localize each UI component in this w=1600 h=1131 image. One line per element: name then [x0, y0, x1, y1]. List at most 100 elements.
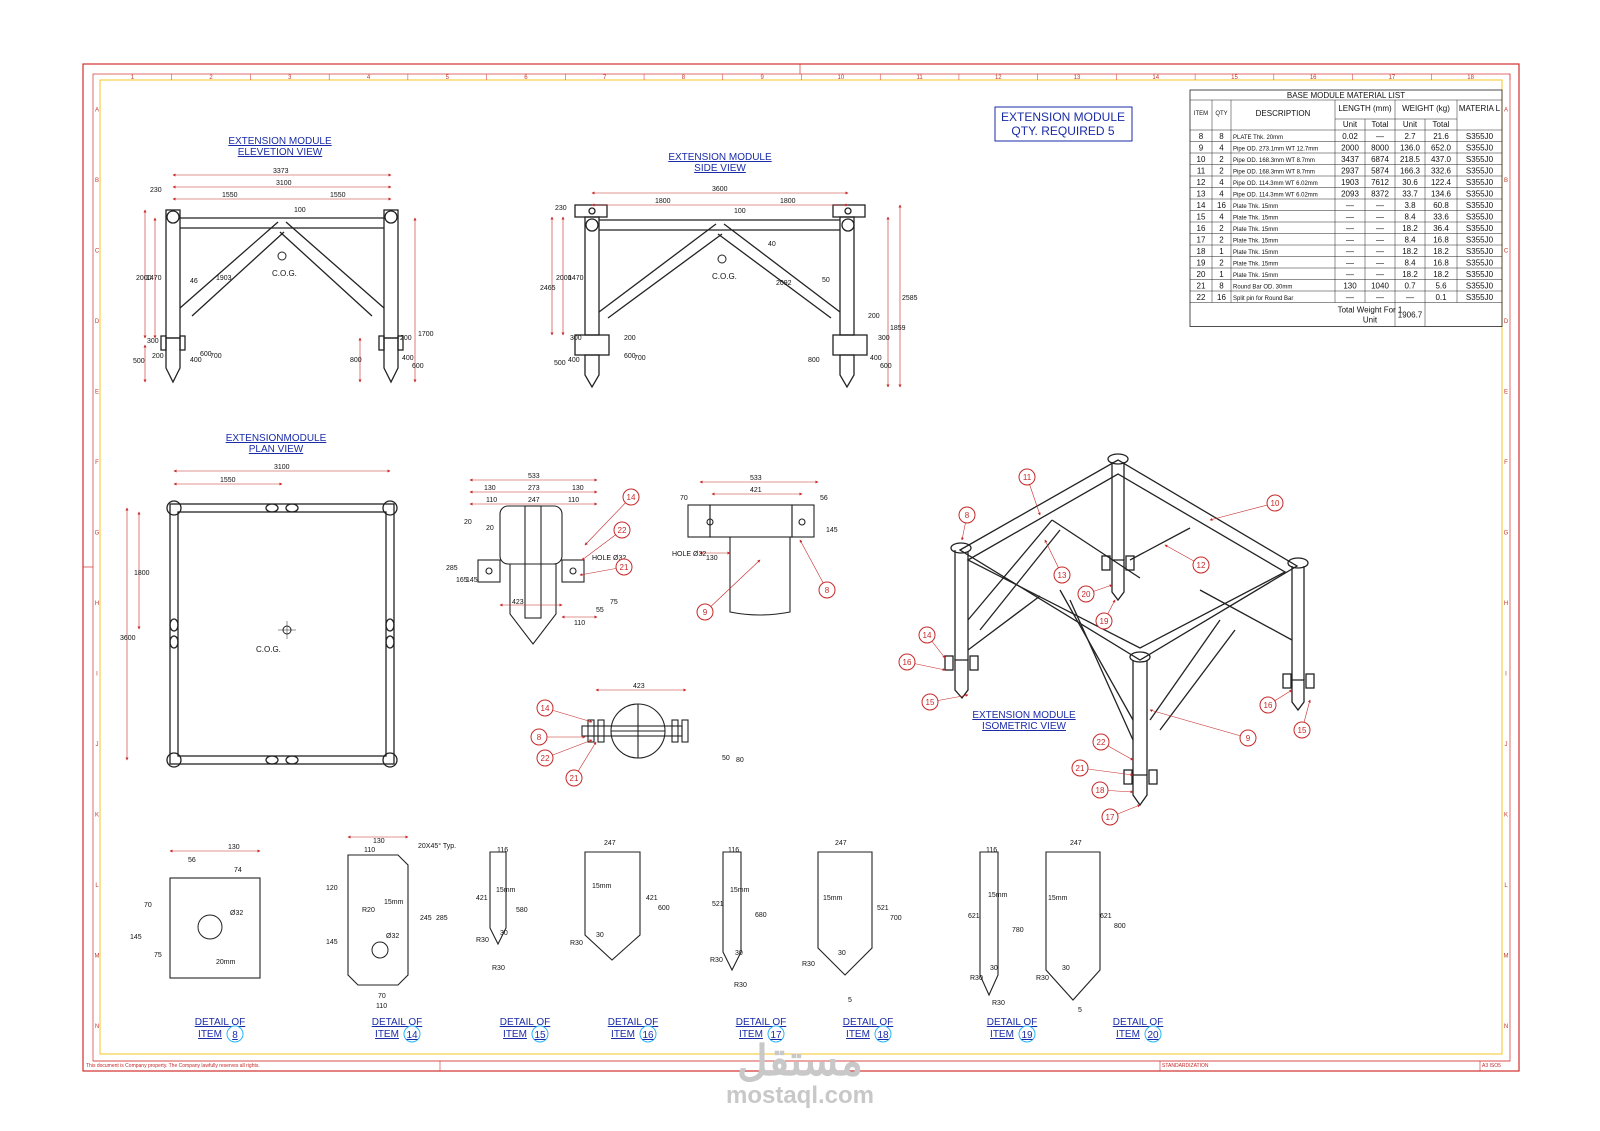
- table-cell: 13: [1197, 190, 1206, 199]
- detail-dim-text: 116: [497, 847, 508, 854]
- table-header-description: DESCRIPTION: [1256, 109, 1311, 118]
- detail-dim-text: Ø32: [230, 910, 243, 917]
- elevation-title-1: EXTENSION MODULE: [228, 136, 332, 147]
- table-cell: 18.2: [1402, 270, 1418, 279]
- detail-dim-text: 580: [516, 907, 528, 914]
- zone-column-label: 6: [524, 75, 528, 81]
- table-cell: S355J0: [1466, 224, 1494, 233]
- da-dim-247: 247: [528, 497, 540, 504]
- table-cell: S355J0: [1466, 293, 1494, 302]
- table-cell: 0.1: [1435, 293, 1447, 302]
- zone-row-label: J: [1505, 742, 1508, 748]
- table-cell: —: [1346, 236, 1354, 245]
- watermark-latin: mostaql.com: [726, 1082, 874, 1109]
- table-cell: 8: [1219, 132, 1224, 141]
- callout-balloon-22: 22: [581, 521, 631, 561]
- elev-dim-inner: 3100: [276, 180, 292, 187]
- detail-dim-text: R30: [476, 937, 489, 944]
- detail-dim-text: 30: [1062, 965, 1070, 972]
- table-cell: 8.4: [1404, 259, 1416, 268]
- detail-assembly-b: 533 421 70 56 HOLE Ø32 130 145 98: [672, 475, 838, 621]
- detail-dim-text: 30: [500, 930, 508, 937]
- side-dim-r400: 400: [870, 355, 882, 362]
- detail-label-text: DETAIL OF: [195, 1017, 246, 1028]
- detail-label-text: DETAIL OF: [843, 1017, 894, 1028]
- table-cell: —: [1346, 213, 1354, 222]
- side-dim-r600: 600: [880, 363, 892, 370]
- callout-balloon-10: 10: [1209, 494, 1284, 521]
- callout-balloon-21: 21: [1071, 759, 1134, 777]
- db-dim-56: 56: [820, 495, 828, 502]
- side-dim-angle1: 40: [768, 241, 776, 248]
- callout-number: 19: [1100, 617, 1109, 626]
- elev-dim-400: 400: [190, 357, 202, 364]
- detail-dim-text: 110: [376, 1003, 387, 1010]
- callout-number: 21: [1076, 764, 1085, 773]
- detail-dim-text: 5: [1078, 1007, 1082, 1014]
- table-cell: 3.8: [1404, 201, 1416, 210]
- detail-label-text: DETAIL OF: [500, 1017, 551, 1028]
- zone-row-label: N: [95, 1024, 99, 1030]
- table-cell: 18: [1197, 247, 1206, 256]
- detail-dim-text: R30: [492, 965, 505, 972]
- table-cell: 166.3: [1400, 167, 1421, 176]
- callout-number: 21: [620, 563, 629, 572]
- watermark-arabic: مستقل: [737, 1037, 863, 1084]
- detail-item-text: ITEM: [1116, 1029, 1140, 1040]
- da-dim-20b: 20: [486, 525, 494, 532]
- detail-item-text: ITEM: [611, 1029, 635, 1040]
- detail-dim-text: Ø32: [386, 933, 399, 940]
- table-cell: Split pin for Round Bar: [1233, 296, 1293, 302]
- callout-balloon-22: 22: [1092, 733, 1134, 761]
- table-cell: 134.6: [1431, 190, 1452, 199]
- elev-dim-r600: 600: [412, 363, 424, 370]
- zone-row-label: I: [1505, 671, 1507, 677]
- detail-dim-text: 247: [1070, 840, 1082, 847]
- callout-number: 11: [1023, 473, 1032, 482]
- elev-dim-200: 200: [152, 353, 164, 360]
- table-cell: 11: [1197, 167, 1206, 176]
- elev-dim-top: 230: [150, 187, 162, 194]
- elev-dim-300: 300: [147, 338, 159, 345]
- table-cell: Pipe OD. 114.3mm WT 6.02mm: [1233, 181, 1318, 187]
- da-dim-110c: 110: [574, 620, 585, 627]
- watermark: مستقل mostaql.com: [726, 1037, 874, 1109]
- plan-cog-label: C.O.G.: [256, 645, 281, 654]
- detail-dim-text: R30: [1036, 975, 1049, 982]
- table-cell: 18.2: [1433, 247, 1449, 256]
- table-cell: —: [1376, 247, 1384, 256]
- table-cell: 2937: [1341, 167, 1359, 176]
- elev-dim-r200: 200: [400, 335, 412, 342]
- detail-17-drawing: [722, 851, 742, 972]
- callout-number: 16: [903, 658, 912, 667]
- detail-dim-text: R30: [734, 982, 747, 989]
- elevation-title-2: ELEVETION VIEW: [238, 147, 323, 158]
- callout-number: 13: [1058, 571, 1067, 580]
- table-cell: 18.2: [1402, 247, 1418, 256]
- detail-20-drawing: [1045, 851, 1101, 1001]
- callout-number: 22: [1097, 738, 1106, 747]
- callout-balloon-16: 16: [898, 653, 946, 671]
- footer-standardization: STANDARDIZATION: [1162, 1063, 1209, 1069]
- table-cell: 2000: [1341, 144, 1359, 153]
- table-total-label: Unit: [1363, 316, 1378, 325]
- table-cell: PLATE Thk. 20mm: [1233, 135, 1283, 141]
- callout-number: 8: [965, 511, 970, 520]
- table-cell: S355J0: [1466, 144, 1494, 153]
- table-cell: 10: [1197, 155, 1206, 164]
- table-header-unit: Unit: [1403, 120, 1418, 129]
- detail-dim-text: 110: [364, 847, 375, 854]
- detail-dim-text: 30: [838, 950, 846, 957]
- da-dim-75: 75: [610, 599, 618, 606]
- zone-column-label: 16: [1310, 75, 1317, 81]
- zone-row-label: E: [95, 389, 99, 395]
- table-cell: S355J0: [1466, 178, 1494, 187]
- side-dim-500: 500: [554, 360, 566, 367]
- side-view: EXTENSION MODULE SIDE VIEW: [540, 152, 918, 389]
- table-cell: —: [1346, 247, 1354, 256]
- detail-dim-text: 30: [990, 965, 998, 972]
